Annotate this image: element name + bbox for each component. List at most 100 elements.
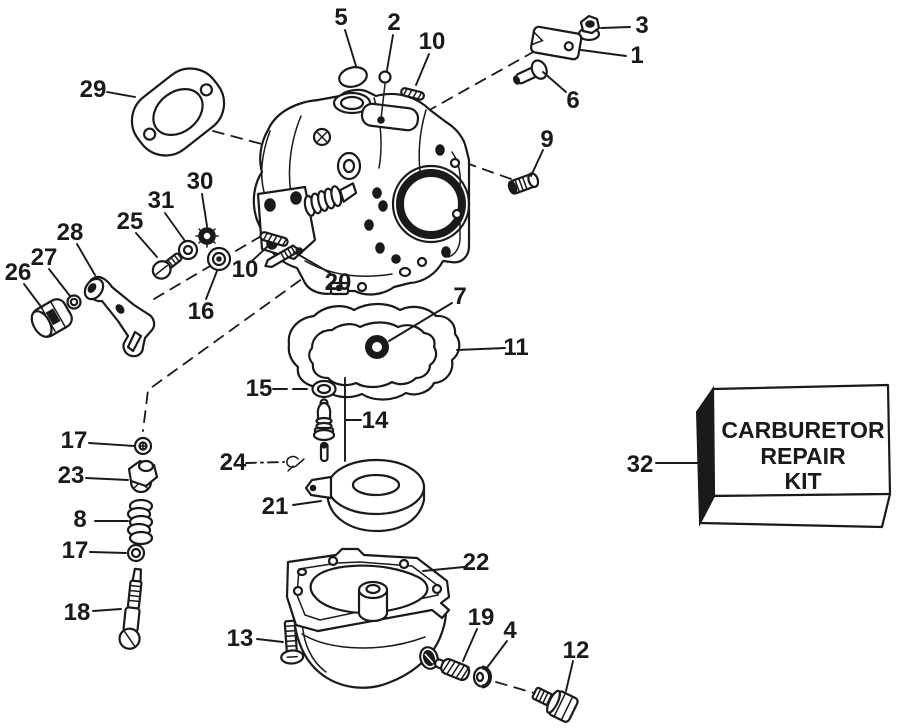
- leader-3: [600, 26, 631, 29]
- callout-27: 27: [31, 244, 58, 271]
- axis-body-to-needle-column: [142, 257, 332, 432]
- part-19-spring-plug: [433, 658, 471, 682]
- axis-plug9-to-body: [465, 162, 512, 180]
- leader-6: [542, 71, 567, 93]
- part-18-needle-screw: [118, 567, 143, 650]
- part-13-screw: [280, 619, 305, 665]
- callout-24: 24: [220, 449, 247, 476]
- leader-14-bracket: [344, 377, 362, 462]
- leader-4: [485, 640, 508, 670]
- leader-29: [106, 91, 136, 98]
- repair-kit-label-line3: KIT: [784, 468, 821, 494]
- part-10-pin-top: [400, 87, 425, 101]
- leader-1: [580, 49, 627, 57]
- callout-26: 26: [5, 259, 32, 286]
- part-17-washer-upper: [133, 436, 153, 456]
- callout-19: 19: [468, 604, 495, 631]
- callout-18: 18: [64, 599, 91, 626]
- leader-2: [386, 34, 394, 71]
- part-5-disc: [338, 66, 368, 88]
- callout-11: 11: [503, 334, 528, 361]
- part-31-washer: [177, 239, 199, 261]
- leader-5: [344, 29, 357, 67]
- venturi-bore: [391, 164, 471, 244]
- part-carburetor-body: [252, 88, 471, 296]
- part-14-needle-seat: [312, 398, 336, 463]
- part-10-pin-mid: [259, 231, 289, 247]
- callout-21: 21: [262, 493, 289, 520]
- leader-24: [245, 461, 285, 464]
- callout-29: 29: [80, 76, 107, 103]
- callout-8: 8: [73, 506, 86, 533]
- callout-1: 1: [630, 42, 643, 69]
- leader-26: [23, 283, 43, 309]
- leader-25: [135, 232, 158, 258]
- leader-19: [462, 628, 478, 662]
- leader-7: [388, 302, 453, 342]
- callout-25: 25: [117, 208, 144, 235]
- leader-9: [530, 149, 544, 177]
- idle-screw-spring: [303, 182, 358, 217]
- leader-17-upper: [88, 442, 135, 447]
- part-3-nut: [577, 14, 601, 42]
- part-28-lever: [83, 275, 156, 358]
- part-22-float-bowl: [285, 547, 451, 689]
- kit-box-flap: [698, 492, 892, 529]
- callout-22: 22: [463, 549, 490, 576]
- callout-3: 3: [635, 12, 648, 39]
- callout-17-lower: 17: [62, 537, 89, 564]
- callout-23: 23: [58, 462, 85, 489]
- leader-12: [565, 660, 574, 692]
- repair-kit-label-line2: REPAIR: [760, 443, 846, 469]
- leader-10-mid: [251, 245, 269, 262]
- part-2-ball: [378, 70, 392, 84]
- callout-31: 31: [148, 187, 175, 214]
- leader-31: [164, 212, 186, 242]
- leader-lines: [23, 26, 698, 692]
- callout-numbers: 5 2 10 3 1 6 9 29 30 31 25 28 27 26 10 2…: [5, 4, 654, 664]
- part-20-pin: [264, 244, 298, 269]
- part-12-bolt: [531, 686, 579, 723]
- callout-32: 32: [627, 451, 654, 478]
- part-24-clip: [286, 455, 305, 472]
- leader-28: [76, 243, 96, 276]
- part-9-plug: [507, 172, 540, 195]
- callout-2: 2: [387, 9, 400, 36]
- callout-10-mid: 10: [232, 256, 259, 283]
- leader-2-axis: [380, 83, 386, 120]
- callout-6: 6: [566, 87, 579, 114]
- leader-11: [456, 347, 506, 351]
- part-1-bracket: [529, 25, 583, 61]
- part-30-lockwasher: [195, 224, 219, 248]
- callout-15: 15: [246, 375, 273, 402]
- callout-12: 12: [563, 637, 590, 664]
- callout-13: 13: [227, 625, 254, 652]
- callout-30: 30: [187, 168, 214, 195]
- part-8-spring: [126, 498, 154, 546]
- callout-14: 14: [362, 407, 389, 434]
- leader-30: [201, 193, 208, 227]
- part-4-washer: [472, 665, 492, 689]
- repair-kit-label-line1: CARBURETOR: [721, 417, 885, 443]
- leader-21: [292, 500, 322, 506]
- leader-17-lower: [89, 551, 127, 554]
- callout-5: 5: [334, 4, 347, 31]
- leader-13: [256, 638, 284, 643]
- callout-10-top: 10: [419, 28, 446, 55]
- callout-28: 28: [57, 219, 84, 246]
- leader-20: [293, 251, 331, 274]
- leader-18: [92, 608, 122, 612]
- leader-22: [422, 566, 465, 572]
- leader-10-top: [415, 53, 430, 86]
- callout-9: 9: [540, 126, 553, 153]
- part-23-packing-nut: [127, 459, 159, 494]
- callout-20: 20: [325, 269, 352, 296]
- leader-16: [205, 270, 218, 300]
- callout-7: 7: [453, 283, 466, 310]
- part-16-nut: [206, 246, 232, 272]
- part-32-repair-kit-box: CARBURETOR REPAIR KIT: [695, 383, 892, 529]
- part-15-washer: [311, 379, 337, 399]
- part-29-gasket: [130, 67, 226, 157]
